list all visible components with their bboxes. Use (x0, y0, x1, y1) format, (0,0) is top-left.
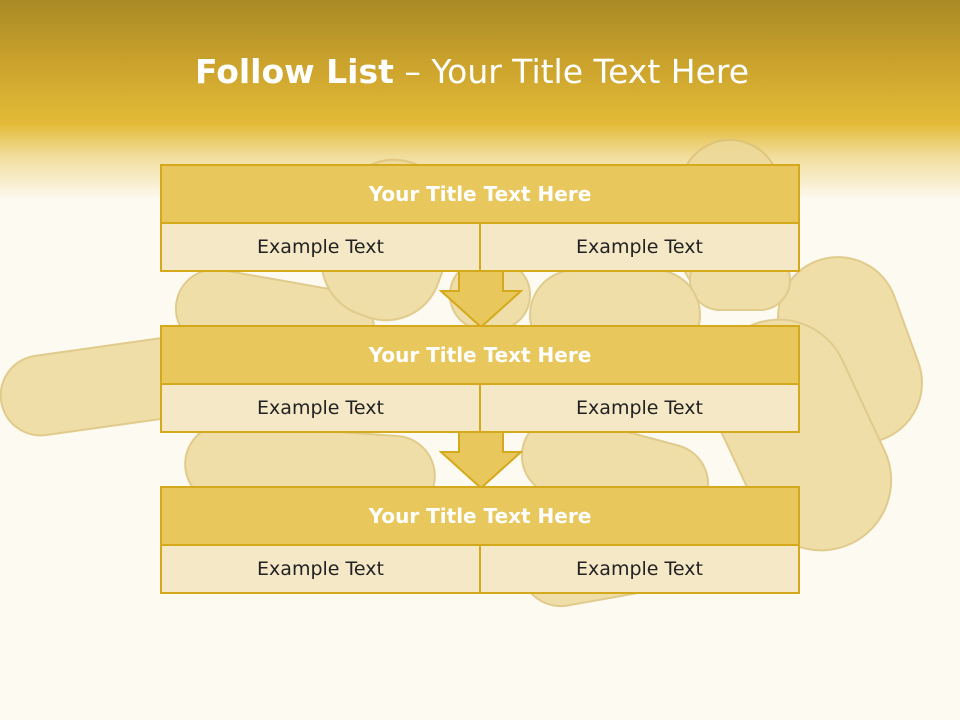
slide-title-bold: Follow List (194, 52, 394, 91)
block-left-text: Example Text (257, 236, 384, 258)
block-title: Your Title Text Here (162, 166, 798, 224)
block-left-text: Example Text (257, 558, 384, 580)
slide-title-rest: – Your Title Text Here (393, 52, 750, 91)
follow-block-2: Your Title Text Here Example Text Exampl… (160, 325, 800, 433)
follow-block-3: Your Title Text Here Example Text Exampl… (160, 486, 800, 594)
block-right-text: Example Text (479, 224, 798, 270)
slide-title: Follow List – Your Title Text Here (0, 52, 944, 91)
block-right-text: Example Text (479, 385, 798, 431)
block-title: Your Title Text Here (162, 488, 798, 546)
down-arrow-icon (439, 432, 523, 490)
follow-block-1: Your Title Text Here Example Text Exampl… (160, 164, 800, 272)
block-title: Your Title Text Here (162, 327, 798, 385)
block-right-text: Example Text (479, 546, 798, 592)
block-left-text: Example Text (257, 397, 384, 419)
down-arrow-icon (439, 271, 523, 329)
